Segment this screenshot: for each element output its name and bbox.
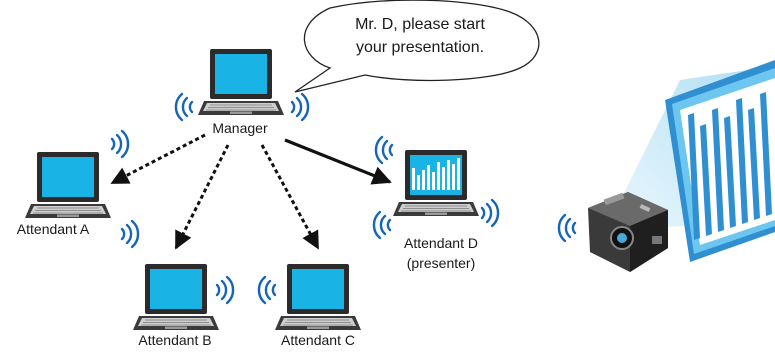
attendant-b-node: Attendant B [132, 263, 235, 348]
wireless-signal-icon [372, 210, 392, 240]
arrow-to-attendant-c [260, 144, 320, 250]
projection-screen-icon [665, 60, 775, 262]
wireless-signal-icon [374, 135, 394, 165]
wireless-signal-icon [257, 275, 277, 305]
laptop-icon [197, 48, 285, 116]
laptop-icon [274, 263, 362, 331]
bubble-line-1: Mr. D, please start [355, 16, 485, 33]
attendant-b-label: Attendant B [138, 332, 211, 348]
attendant-a-node: Attendant A [17, 129, 140, 249]
wireless-signal-icon [174, 92, 194, 122]
speech-bubble-icon [294, 0, 540, 93]
projector-node [557, 192, 668, 272]
wireless-signal-icon [215, 275, 235, 305]
laptop-icon [24, 151, 112, 219]
connection-arrows [110, 133, 392, 250]
bubble-line-2: your presentation. [356, 39, 484, 56]
attendant-c-node: Attendant C [257, 263, 362, 348]
wireless-signal-icon [110, 129, 130, 159]
manager-node: Manager [174, 48, 310, 136]
laptop-icon [132, 263, 220, 331]
wireless-signal-icon [480, 198, 500, 228]
arrow-to-attendant-d [284, 138, 392, 185]
arrow-to-attendant-a [110, 133, 206, 185]
speech-bubble: Mr. D, please start your presentation. [294, 0, 540, 93]
attendant-a-label: Attendant A [17, 221, 90, 237]
wireless-signal-icon [290, 92, 310, 122]
presenter-laptop-icon [392, 149, 480, 217]
attendant-d-role-label: (presenter) [407, 255, 475, 271]
wireless-signal-icon [120, 219, 140, 249]
projector-icon [588, 192, 668, 272]
wireless-signal-icon [557, 213, 577, 243]
attendant-d-node: Attendant D (presenter) [372, 135, 500, 271]
attendant-d-label: Attendant D [404, 235, 478, 251]
manager-label: Manager [212, 120, 268, 136]
attendant-c-label: Attendant C [281, 332, 355, 348]
screen-bar-chart [412, 158, 460, 190]
projected-bar-chart [688, 92, 772, 240]
arrow-to-attendant-b [174, 144, 230, 250]
